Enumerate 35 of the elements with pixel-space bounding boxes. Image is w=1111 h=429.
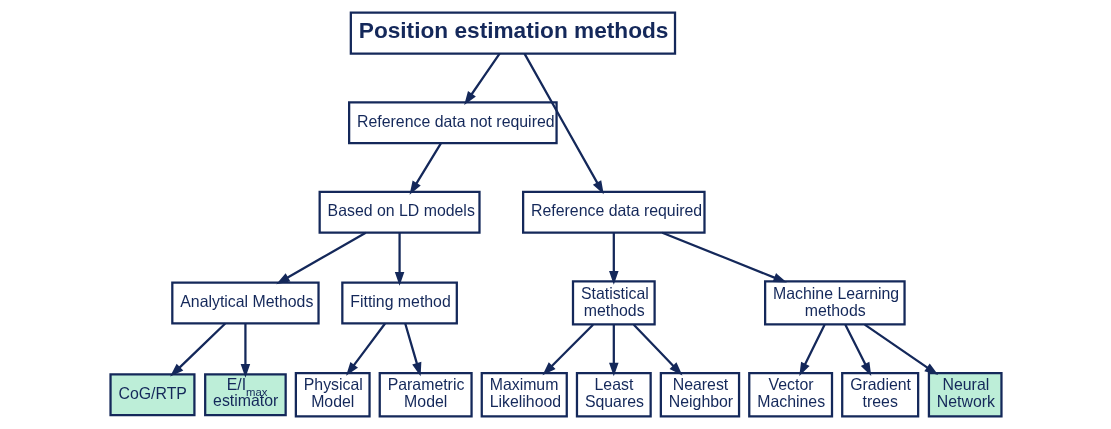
arrow — [523, 53, 604, 195]
arrow — [608, 233, 619, 285]
arrow — [240, 323, 250, 378]
arrow — [463, 53, 501, 106]
arrow — [403, 323, 421, 377]
node-box: Fitting method — [340, 281, 458, 325]
node-box: Reference data not required — [347, 101, 558, 145]
arrow — [798, 324, 826, 377]
node-box: Maximum Likelihood — [480, 372, 568, 418]
arrow — [661, 231, 787, 283]
node-box: CoG/RTP — [108, 373, 196, 417]
node-box: Vector Machines — [747, 372, 833, 418]
arrow — [394, 233, 404, 286]
node-box: Analytical Methods — [170, 281, 320, 325]
node-box: Position estimation methods — [349, 11, 676, 55]
node-box: Physical Model — [294, 372, 371, 418]
node-box: Machine Learning methods — [763, 280, 906, 326]
node-box: Parametric Model — [378, 372, 473, 418]
node-box: Reference data required — [521, 190, 706, 234]
node-box: Nearest Neighbor — [659, 372, 740, 418]
node-box: Gradient trees — [840, 372, 919, 418]
arrow — [275, 231, 366, 285]
arrow — [345, 322, 386, 376]
arrow — [632, 324, 682, 376]
arrow — [863, 323, 938, 376]
arrow — [541, 324, 594, 376]
node-box: Neural Network — [927, 372, 1003, 418]
arrow — [608, 324, 619, 377]
arrow — [409, 142, 442, 195]
node-box: Least Squares — [575, 372, 652, 418]
node-box: Statistical methods — [571, 280, 656, 326]
arrow — [169, 322, 226, 377]
node-box: E/I$_{max}$ estimator — [203, 373, 287, 417]
arrow — [843, 324, 871, 376]
node-box: Based on LD models — [318, 190, 481, 234]
